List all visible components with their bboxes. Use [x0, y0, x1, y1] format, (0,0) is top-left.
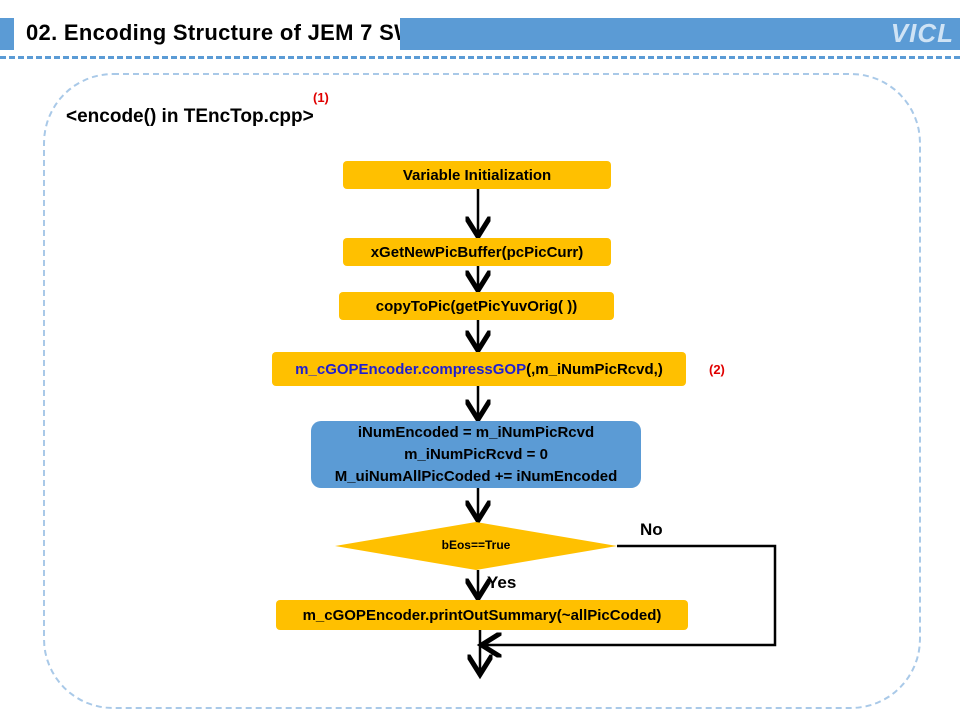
vicl-logo: VICL	[890, 18, 954, 48]
step-compress-gop: m_cGOPEncoder.compressGOP(,m_iNumPicRcvd…	[272, 352, 686, 386]
update-line: m_iNumPicRcvd = 0	[404, 445, 548, 463]
yes-label: Yes	[487, 573, 517, 592]
header-accent	[0, 18, 14, 50]
step-update-counters: iNumEncoded = m_iNumPicRcvd m_iNumPicRcv…	[311, 421, 641, 488]
note-1: (1)	[313, 90, 329, 105]
page-title: 02. Encoding Structure of JEM 7 SW	[26, 20, 416, 45]
step-copy-to-pic: copyToPic(getPicYuvOrig( ))	[339, 292, 614, 320]
compress-gop-call: m_cGOPEncoder.compressGOP	[295, 360, 527, 378]
header-divider	[0, 56, 960, 59]
step-get-new-pic-buffer: xGetNewPicBuffer(pcPicCurr)	[343, 238, 611, 266]
note-2: (2)	[709, 362, 725, 377]
compress-gop-args: (,m_iNumPicRcvd,)	[526, 360, 663, 378]
step-variable-init: Variable Initialization	[343, 161, 611, 189]
decision-diamond	[335, 522, 617, 570]
diagram-subtitle: <encode() in TEncTop.cpp>	[66, 106, 314, 127]
step-print-summary: m_cGOPEncoder.printOutSummary(~allPicCod…	[276, 600, 688, 630]
diagram-frame	[43, 73, 921, 709]
update-line: M_uiNumAllPicCoded += iNumEncoded	[334, 467, 618, 485]
update-line: iNumEncoded = m_iNumPicRcvd	[357, 423, 595, 441]
no-branch-line	[484, 544, 777, 645]
no-label: No	[640, 520, 663, 539]
header-bar	[400, 18, 960, 50]
decision-label: bEos==True	[441, 538, 511, 552]
